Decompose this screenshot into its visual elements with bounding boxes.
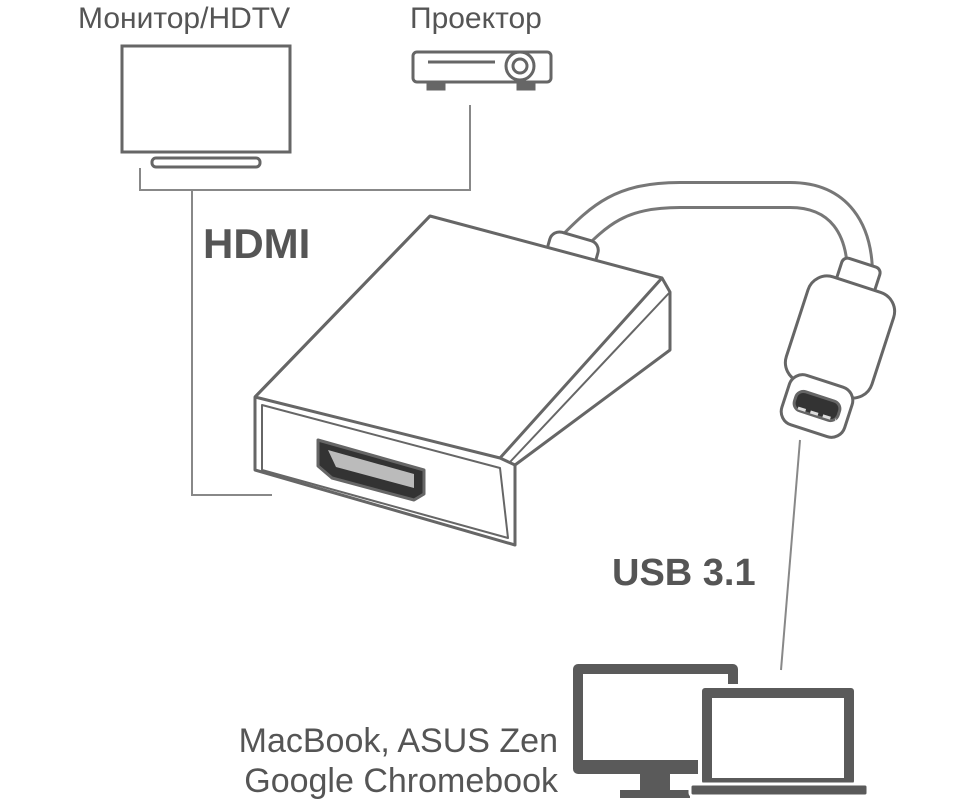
devices-label-line2: Google Chromebook [244, 762, 558, 800]
connection-lines [139, 105, 801, 671]
usb-label: USB 3.1 [612, 552, 756, 594]
computer-icons [573, 664, 870, 798]
usb-cable [556, 181, 874, 289]
projector-icon [411, 50, 553, 91]
hdmi-adapter [253, 214, 672, 547]
usb-c-connector [779, 256, 897, 439]
devices-label-line1: MacBook, ASUS Zen [238, 722, 558, 760]
monitor-icon [120, 44, 292, 169]
hdmi-label: HDMI [203, 220, 311, 267]
projector-label: Проектор [410, 2, 542, 35]
monitor-label: Монитор/HDTV [78, 2, 291, 35]
